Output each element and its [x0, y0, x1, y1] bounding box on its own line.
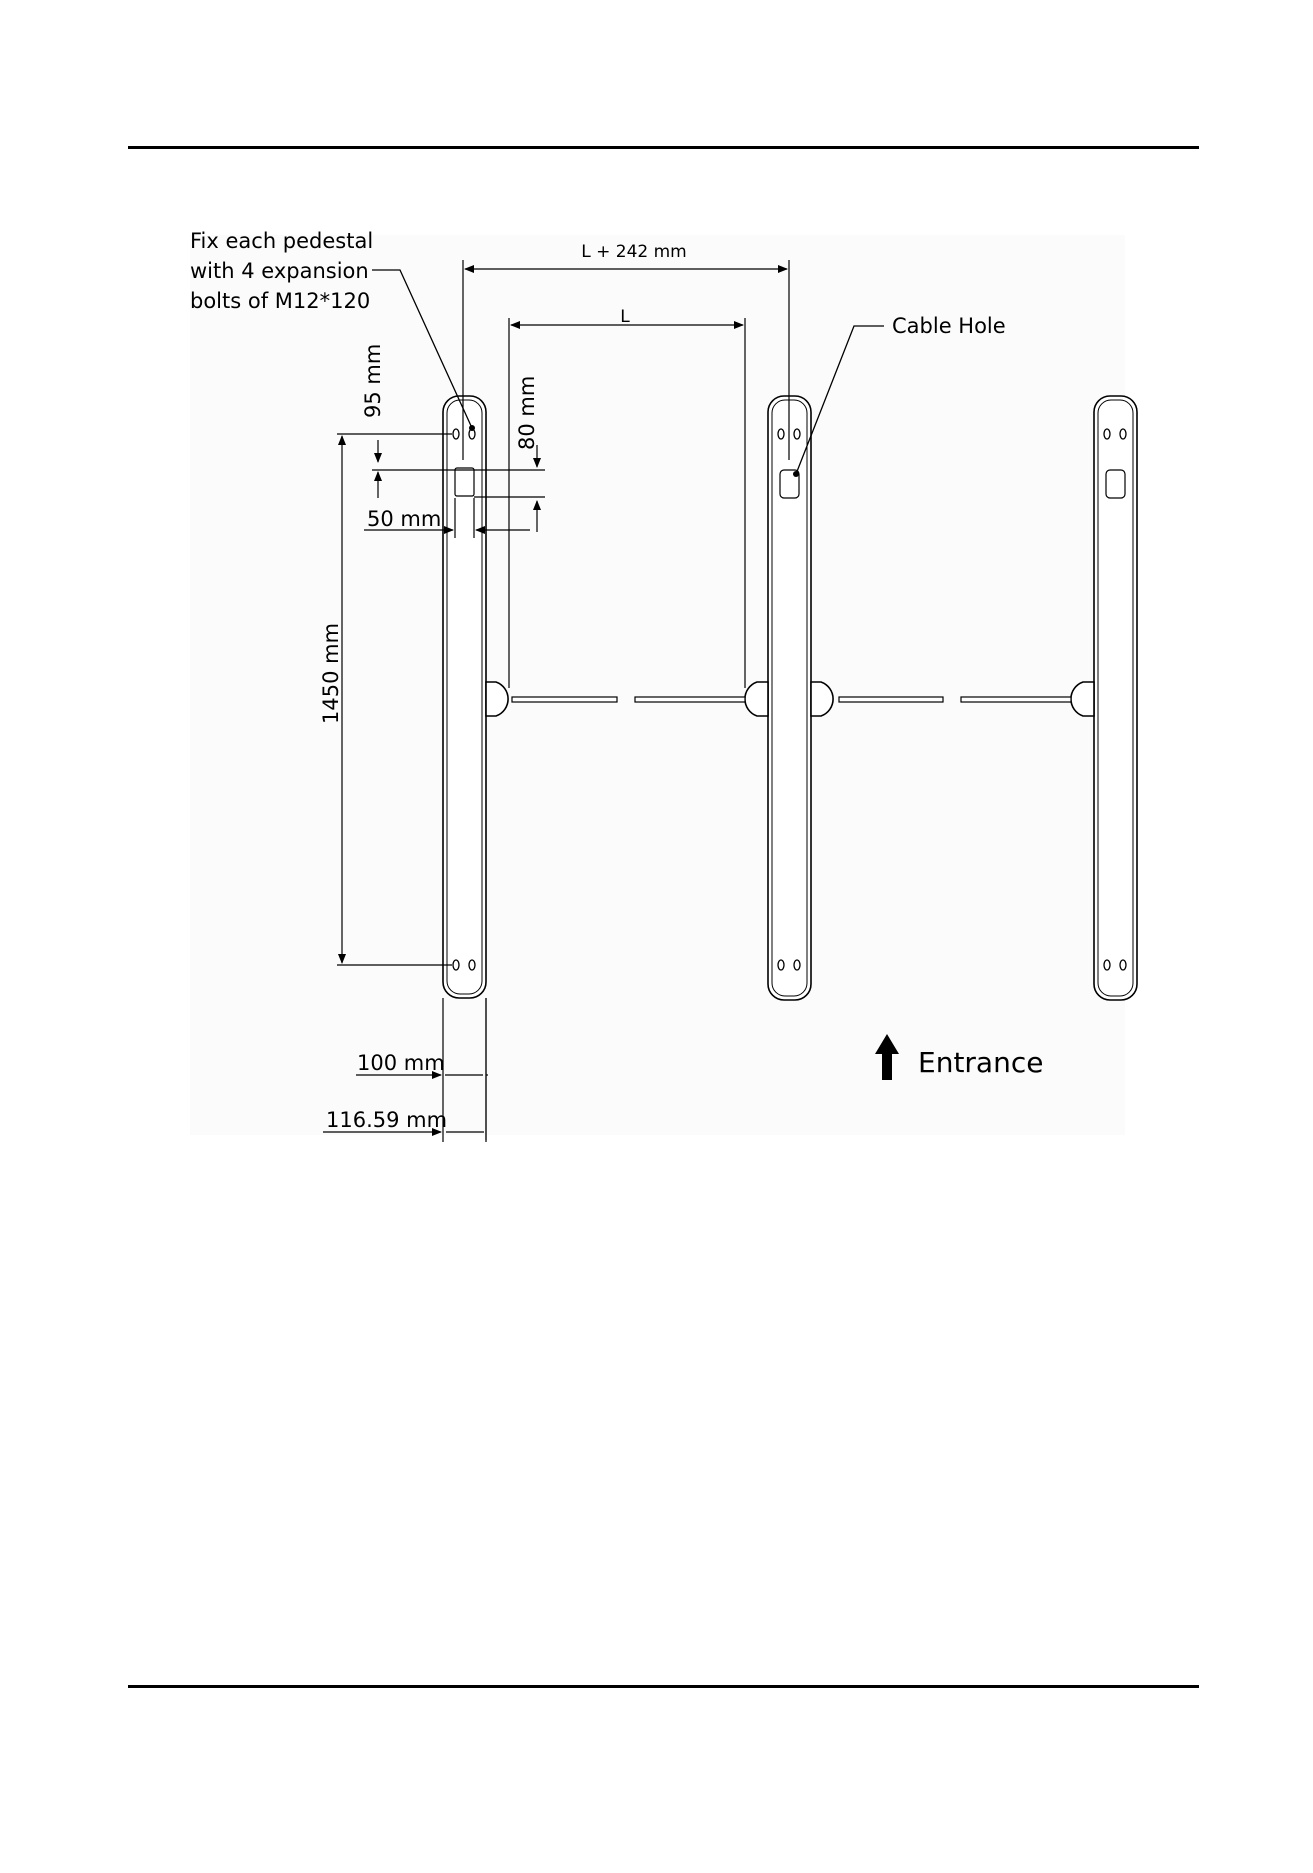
arm-span-label: L [620, 307, 630, 327]
fix-callout-line3: bolts of M12*120 [190, 289, 370, 313]
dim-80-label: 80 mm [515, 376, 539, 450]
dim-95-label: 95 mm [361, 344, 385, 418]
total-span-label: L + 242 mm [581, 242, 687, 262]
dim-50-label: 50 mm [367, 507, 441, 531]
fix-callout-line1: Fix each pedestal [190, 229, 373, 253]
cable-hole-label: Cable Hole [892, 314, 1006, 338]
dim-11659-label: 116.59 mm [326, 1108, 447, 1132]
entrance-label: Entrance [918, 1046, 1043, 1079]
dim-100-label: 100 mm [357, 1051, 445, 1075]
dim-1450-label: 1450 mm [319, 623, 343, 724]
fix-callout-line2: with 4 expansion [190, 259, 369, 283]
